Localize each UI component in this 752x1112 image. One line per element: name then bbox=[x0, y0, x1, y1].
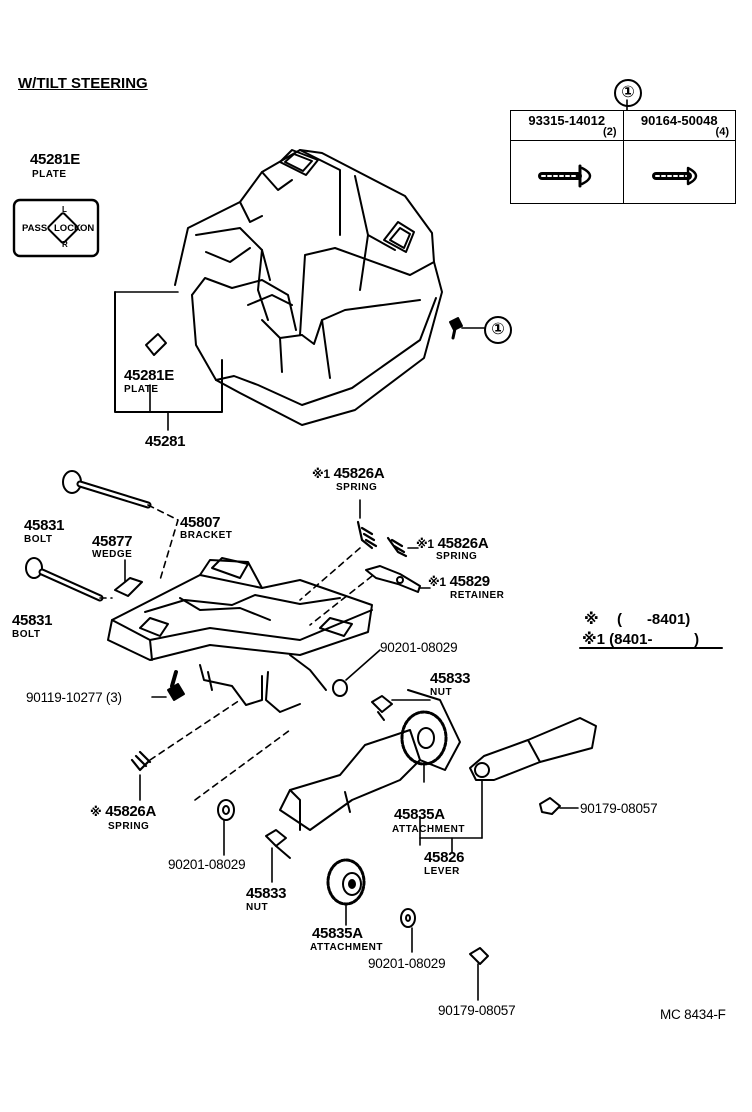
callout-45807[interactable]: 45807 bbox=[180, 514, 221, 531]
retainer-45829-drawing bbox=[365, 565, 431, 593]
callout-90179-b[interactable]: 90179-08057 bbox=[438, 1003, 516, 1018]
callout-45833-b[interactable]: 45833 bbox=[246, 885, 287, 902]
callout-45831-b[interactable]: 45831 bbox=[12, 612, 53, 629]
legend-row-1-range: ( -8401) bbox=[616, 611, 691, 628]
cover-screw-drawing bbox=[449, 317, 485, 340]
legend-row-2-range: (8401- ) bbox=[609, 631, 700, 648]
nut-45833-upper-drawing bbox=[371, 695, 431, 721]
attachment-45835A-upper-drawing bbox=[400, 710, 448, 783]
spring-45826A-upper-drawing bbox=[356, 499, 378, 550]
callout-ref-1[interactable]: ① bbox=[484, 316, 512, 344]
legend-row-2: ※1 (8401- ) bbox=[582, 630, 699, 648]
fastener-col-1-header: 93315-14012 (2) bbox=[510, 110, 624, 141]
key-plate-45281E-drawing bbox=[12, 198, 100, 258]
fastener-col-1-image bbox=[510, 140, 624, 204]
callout-45833-a-name: NUT bbox=[430, 687, 453, 698]
callout-45831-a-name: BOLT bbox=[24, 534, 53, 545]
plate-text-r: R bbox=[62, 240, 68, 249]
callout-45281E-top[interactable]: 45281E bbox=[30, 151, 80, 168]
bolt-45831-lower-drawing bbox=[25, 557, 104, 602]
callout-45826A-b-mark: ※1 bbox=[416, 537, 434, 551]
callout-90201-a[interactable]: 90201-08029 bbox=[380, 640, 458, 655]
callout-45826A-c-number: 45826A bbox=[105, 803, 156, 820]
callout-45281[interactable]: 45281 bbox=[145, 433, 186, 450]
callout-45826A-a[interactable]: ※1 45826A bbox=[312, 465, 385, 482]
callout-45831-a[interactable]: 45831 bbox=[24, 517, 65, 534]
nut-90179-upper-drawing bbox=[539, 797, 579, 815]
fastener-table: 93315-14012 (2) 90164-50048 (4) bbox=[510, 110, 736, 204]
callout-45826A-a-number: 45826A bbox=[333, 465, 385, 482]
callout-45826A-c[interactable]: ※ 45826A bbox=[90, 804, 156, 819]
callout-45826[interactable]: 45826 bbox=[424, 849, 465, 866]
spring-45826A-mid-drawing bbox=[386, 536, 419, 558]
washer-90201-upper-drawing bbox=[332, 649, 381, 697]
lever-45826-drawing bbox=[469, 717, 597, 839]
callout-45826A-b-name: SPRING bbox=[436, 551, 478, 562]
legend-row-1: ※ ( -8401) bbox=[584, 610, 690, 628]
callout-45833-a[interactable]: 45833 bbox=[430, 670, 471, 687]
callout-45826A-c-mark: ※ bbox=[90, 805, 102, 819]
tilt-bracket-drawing bbox=[107, 557, 373, 713]
fastener-col-2-qty: (4) bbox=[715, 126, 729, 138]
callout-45835A-a-name: ATTACHMENT bbox=[392, 824, 465, 835]
callout-45826A-a-mark: ※1 bbox=[312, 467, 330, 481]
callout-45807-name: BRACKET bbox=[180, 530, 233, 541]
plate-text-pass: PASS bbox=[22, 223, 48, 234]
fastener-col-1-qty: (2) bbox=[603, 126, 617, 138]
fastener-col-1-part[interactable]: 93315-14012 bbox=[528, 113, 606, 128]
fastener-col-2-part[interactable]: 90164-50048 bbox=[640, 113, 718, 128]
plate-text-lock: LOCK bbox=[54, 223, 81, 234]
fastener-col-2-header: 90164-50048 (4) bbox=[622, 110, 736, 141]
callout-45835A-a[interactable]: 45835A bbox=[394, 806, 445, 823]
ref-1-badge: ① bbox=[614, 79, 642, 107]
lever-shaft-drawing bbox=[279, 689, 461, 831]
callout-45835A-b-name: ATTACHMENT bbox=[310, 942, 383, 953]
callout-45826A-b[interactable]: ※1 45826A bbox=[416, 535, 489, 552]
callout-45877[interactable]: 45877 bbox=[92, 533, 133, 550]
callout-45829[interactable]: ※1 45829 bbox=[428, 574, 490, 589]
callout-45826A-c-name: SPRING bbox=[108, 821, 150, 832]
fastener-col-2-image bbox=[622, 140, 736, 204]
callout-45833-b-name: NUT bbox=[246, 902, 269, 913]
legend-row-2-mark: ※1 bbox=[582, 631, 605, 648]
callout-90119[interactable]: 90119-10277 (3) bbox=[26, 690, 122, 705]
plate-text-on: ON bbox=[80, 223, 95, 234]
bolt-90119-drawing bbox=[151, 670, 185, 701]
callout-45835A-b[interactable]: 45835A bbox=[312, 925, 363, 942]
callout-45831-b-name: BOLT bbox=[12, 629, 41, 640]
spring-45826A-lower-drawing bbox=[130, 750, 152, 801]
callout-45829-mark: ※1 bbox=[428, 575, 446, 589]
callout-45281E-mid[interactable]: 45281E bbox=[124, 367, 174, 384]
wedge-45877-drawing bbox=[114, 559, 143, 597]
callout-90201-b[interactable]: 90201-08029 bbox=[168, 857, 246, 872]
callout-45877-name: WEDGE bbox=[92, 549, 133, 560]
callout-45829-number: 45829 bbox=[449, 573, 491, 590]
washer-90201-mid-drawing bbox=[217, 799, 235, 856]
callout-45826A-b-number: 45826A bbox=[437, 535, 489, 552]
callout-45826-name: LEVER bbox=[424, 866, 460, 877]
washer-90201-lower-drawing bbox=[400, 908, 416, 953]
diagram-title: W/TILT STEERING bbox=[18, 75, 148, 92]
callout-90179-a[interactable]: 90179-08057 bbox=[580, 801, 658, 816]
callout-90201-c[interactable]: 90201-08029 bbox=[368, 956, 446, 971]
callout-45281E-mid-name: PLATE bbox=[124, 384, 159, 395]
plate-text-l: L bbox=[62, 205, 67, 214]
legend-row-1-mark: ※ bbox=[584, 611, 599, 628]
nut-90179-lower-drawing bbox=[469, 947, 489, 1001]
callout-45829-name: RETAINER bbox=[450, 590, 505, 601]
attachment-45835A-lower-drawing bbox=[326, 858, 366, 926]
bolt-45831-upper-drawing bbox=[62, 470, 152, 509]
nut-45833-lower-drawing bbox=[265, 829, 291, 883]
callout-45281E-top-name: PLATE bbox=[32, 169, 67, 180]
column-cover-drawing bbox=[145, 149, 443, 426]
diagram-code: MC 8434-F bbox=[660, 1007, 726, 1022]
callout-45826A-a-name: SPRING bbox=[336, 482, 378, 493]
